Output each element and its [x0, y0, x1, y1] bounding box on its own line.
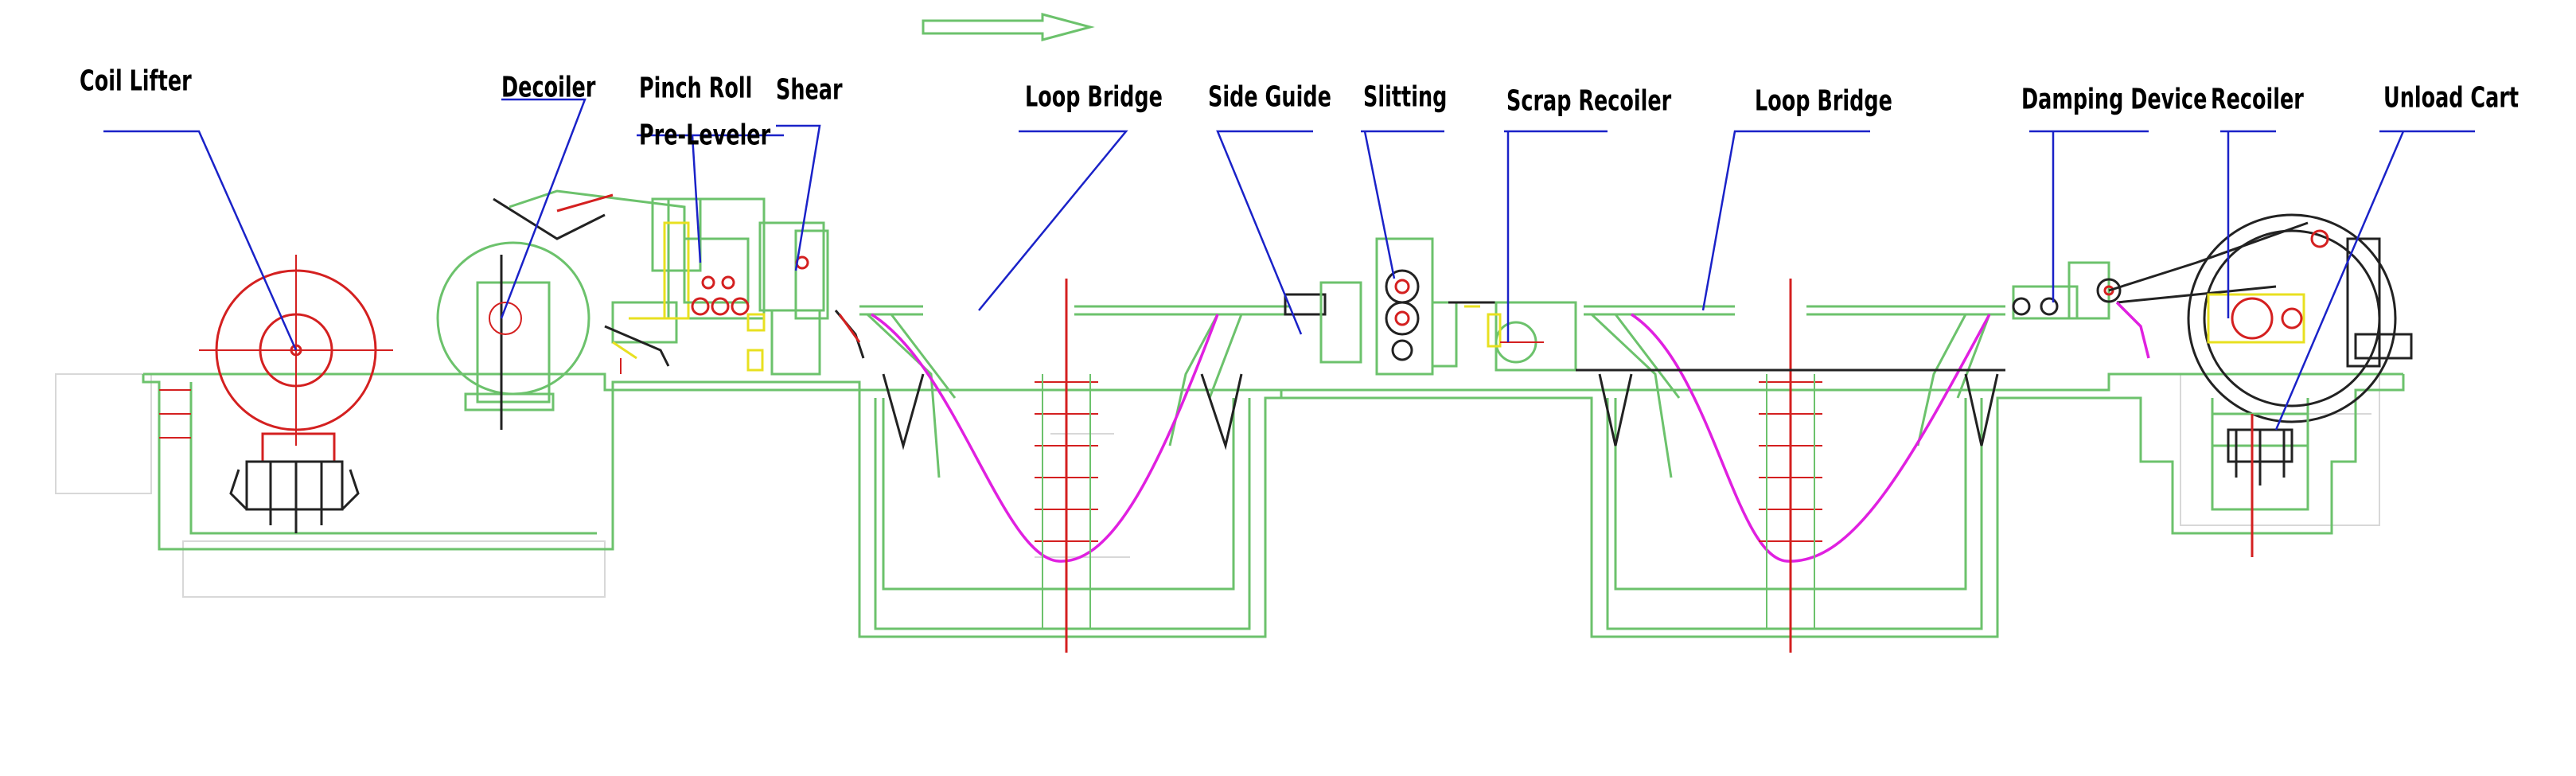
label-scrap-recoiler: Scrap Recoiler — [1506, 84, 1672, 118]
loop-bridge-1-unit — [859, 279, 1289, 653]
loop-bridge-2-unit — [1576, 279, 2005, 653]
label-damping-device: Damping Device — [2021, 83, 2207, 116]
component-labels: Coil Lifter Decoiler Pinch Roll Pre-Leve… — [80, 64, 2519, 152]
pinch-roll-leveler-shear — [663, 197, 865, 376]
label-slitting: Slitting — [1363, 80, 1447, 114]
label-decoiler: Decoiler — [501, 71, 596, 104]
leader-lines — [103, 98, 2475, 431]
label-coil-lifter: Coil Lifter — [80, 64, 192, 98]
label-shear: Shear — [776, 73, 843, 107]
label-loop-bridge-2: Loop Bridge — [1755, 84, 1892, 118]
label-recoiler: Recoiler — [2211, 83, 2304, 116]
scrap-recoiler-unit — [1487, 301, 1577, 372]
label-unload-cart: Unload Cart — [2383, 81, 2519, 115]
side-guide-slitting-unit — [1284, 237, 1496, 376]
label-loop-bridge-1: Loop Bridge — [1025, 80, 1163, 114]
flow-direction-arrow — [922, 13, 1095, 41]
damping-recoiler-cart — [2012, 213, 2413, 557]
coil-lifter-unit — [159, 255, 393, 533]
label-side-guide: Side Guide — [1208, 80, 1331, 114]
foundation-outline — [142, 372, 2405, 638]
label-pre-leveler: Pre-Leveler — [639, 119, 771, 152]
label-pinch-roll: Pinch Roll — [639, 72, 752, 105]
background-dimension-lines — [55, 373, 2380, 598]
decoiler-unit — [436, 189, 702, 430]
